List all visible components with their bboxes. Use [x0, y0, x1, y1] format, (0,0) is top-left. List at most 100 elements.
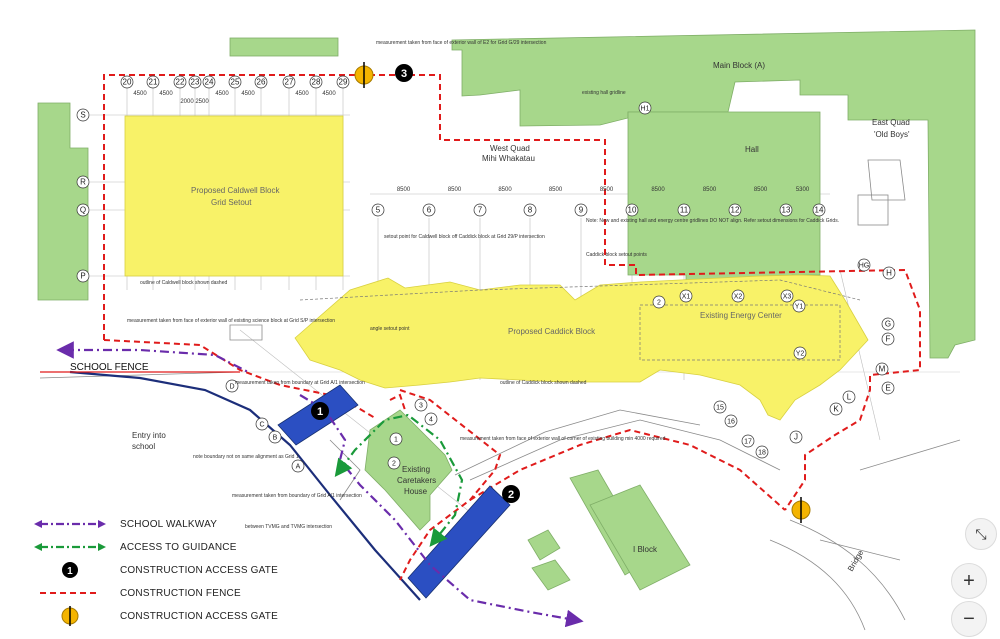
road-lines — [39, 159, 961, 631]
grid-bubble-21: 21 — [146, 75, 160, 89]
dim-top-1: 4500 — [159, 91, 173, 97]
grid-bubble-misc-16: 2 — [387, 456, 401, 470]
outline-dashed — [299, 279, 861, 361]
grid-bubble-26-label: 26 — [257, 78, 266, 87]
svg-text:1: 1 — [67, 566, 73, 577]
grid-bubble-23-label: 23 — [191, 78, 200, 87]
grid-bubble-13-label: 13 — [782, 206, 791, 215]
orange-gate-bottom[interactable] — [791, 497, 811, 523]
grid-bubble-24-label: 24 — [205, 78, 214, 87]
grid-bubble-misc-0-label: H1 — [641, 106, 650, 113]
school-walkway — [56, 341, 584, 628]
note-10: between TVMG and TVMG intersection — [245, 524, 332, 530]
grid-bubble-misc-19-label: 2 — [657, 300, 661, 307]
label-caddick-outline: outline of Caddick block shown dashed — [500, 380, 587, 386]
label-energy-center: Existing Energy Center — [700, 311, 782, 320]
grid-bubble-misc-14: D — [225, 379, 239, 393]
label-caddick: Proposed Caddick Block — [508, 327, 596, 336]
grid-bubble-14: 14 — [812, 203, 826, 217]
note-8: measurement taken from face of exterior … — [460, 436, 666, 442]
guidance-arrow-icon — [30, 537, 110, 557]
zoom-out-button[interactable]: − — [951, 601, 987, 637]
grid-bubble-26: 26 — [254, 75, 268, 89]
grid-bubble-misc-3-label: X2 — [734, 294, 743, 301]
zoom-in-button[interactable]: + — [951, 563, 987, 599]
grid-bubble-right-H: H — [882, 266, 896, 280]
grid-bubble-misc-11: A — [291, 459, 305, 473]
label-school-fence: SCHOOL FENCE — [70, 362, 149, 373]
grid-bubble-misc-14-label: D — [229, 384, 234, 391]
grid-bubble-6-label: 6 — [427, 206, 432, 215]
note-6: measurement taken from boundary at Grid … — [235, 380, 365, 386]
grid-bubble-10-label: 10 — [628, 206, 637, 215]
label-entry-1: Entry into — [132, 431, 166, 440]
dim-mid-4: 8500 — [600, 187, 614, 193]
legend-item-0: SCHOOL WALKWAY — [30, 514, 217, 534]
grid-bubble-misc-12: B — [268, 430, 282, 444]
grid-bubble-11-label: 11 — [680, 206, 689, 215]
dim-mid-3: 8500 — [549, 187, 563, 193]
svg-text:3: 3 — [401, 68, 407, 80]
legend-item-3: CONSTRUCTION FENCE — [30, 583, 241, 603]
grid-bubble-misc-6: Y2 — [793, 346, 807, 360]
legend-label: ACCESS TO GUIDANCE — [120, 541, 237, 553]
grid-bubble-Q-label: Q — [80, 206, 86, 215]
grid-bubble-misc-4-label: X3 — [783, 294, 792, 301]
gate-numbered-circle-icon: 1 — [30, 560, 110, 580]
fence-dashed-line-icon — [30, 583, 110, 603]
grid-bubble-8-label: 8 — [528, 206, 533, 215]
dim-sub-0: 2000 — [180, 99, 194, 105]
grid-bubble-right-F-label: F — [886, 335, 891, 344]
grid-bubble-misc-1-label: HG — [859, 263, 870, 270]
svg-text:2: 2 — [508, 489, 514, 501]
dim-top-4: 4500 — [295, 91, 309, 97]
collapse-button[interactable]: ⤡ — [965, 518, 997, 550]
grid-bubble-right-K-label: K — [833, 405, 839, 414]
grid-bubble-misc-4: X3 — [780, 289, 794, 303]
label-i-block: I Block — [633, 545, 658, 554]
grid-bubble-misc-3: X2 — [731, 289, 745, 303]
grid-bubble-27-label: 27 — [285, 78, 294, 87]
grid-bubble-P-label: P — [80, 272, 85, 281]
dim-top-2: 4500 — [215, 91, 229, 97]
gate-marker-1[interactable]: 1 — [311, 402, 329, 420]
dim-top-5: 4500 — [322, 91, 336, 97]
gate-marker-3[interactable]: 3 — [395, 64, 413, 82]
label-entry-2: school — [132, 442, 155, 451]
dim-mid-6: 8500 — [703, 187, 717, 193]
label-west-quad-maori: Mihi Whakatau — [482, 154, 535, 163]
grid-bubble-misc-16-label: 2 — [392, 461, 396, 468]
grid-bubble-R: R — [76, 175, 90, 189]
gate-marker-2[interactable]: 2 — [502, 485, 520, 503]
grid-bubble-misc-19: 2 — [652, 295, 666, 309]
label-caretakers-1: Existing — [402, 465, 430, 474]
grid-bubble-S-label: S — [80, 111, 85, 120]
grid-bubble-12: 12 — [728, 203, 742, 217]
grid-bubble-20: 20 — [120, 75, 134, 89]
legend-item-4: CONSTRUCTION ACCESS GATE — [30, 606, 278, 626]
grid-bubble-9: 9 — [574, 203, 588, 217]
label-caldwell-1: Proposed Caldwell Block — [191, 186, 280, 195]
orange-gate-top[interactable] — [354, 62, 374, 88]
grid-bubble-10: 10 — [625, 203, 639, 217]
grid-bubble-right-K: K — [829, 402, 843, 416]
grid-bubble-misc-15-label: 1 — [394, 437, 398, 444]
label-hall-gridline: existing hall gridline — [582, 90, 626, 96]
legend-label: CONSTRUCTION ACCESS GATE — [120, 564, 278, 576]
grid-bubble-29-label: 29 — [339, 78, 348, 87]
grid-bubble-25: 25 — [228, 75, 242, 89]
legend-label: SCHOOL WALKWAY — [120, 518, 218, 530]
grid-bubble-right-F: F — [881, 332, 895, 346]
grid-bubble-right-J: J — [789, 430, 803, 444]
dim-sub-1: 2500 — [195, 99, 209, 105]
grid-bubble-misc-11-label: A — [296, 464, 301, 471]
dim-mid-1: 8500 — [448, 187, 462, 193]
grid-bubble-misc-17: 3 — [414, 398, 428, 412]
grid-bubble-misc-2: X1 — [679, 289, 693, 303]
